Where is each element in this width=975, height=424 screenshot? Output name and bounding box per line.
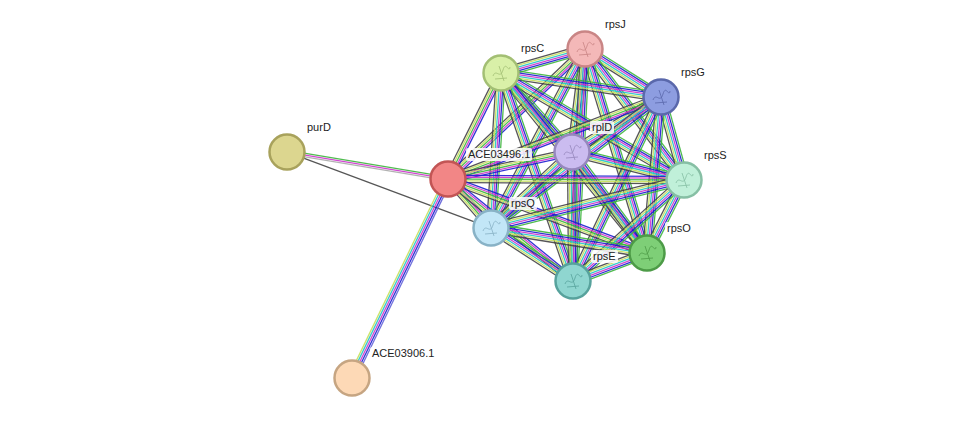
- evidence-line: [503, 241, 556, 276]
- evidence-line: [504, 164, 560, 217]
- interaction-edge: [661, 112, 684, 165]
- node-circle: [554, 262, 592, 300]
- evidence-line: [303, 157, 430, 178]
- evidence-line: [358, 194, 439, 362]
- protein-node: rpsS: [665, 161, 703, 199]
- node-label: ACE03496.1: [466, 148, 532, 161]
- evidence-line: [507, 183, 667, 223]
- node-label: rpsO: [665, 222, 693, 235]
- evidence-line: [465, 180, 667, 182]
- node-circle: [566, 30, 604, 68]
- evidence-line: [586, 192, 672, 270]
- node-label: rpsE: [591, 250, 618, 263]
- evidence-line: [502, 162, 558, 215]
- evidence-line: [587, 193, 673, 271]
- protein-node: purD: [268, 133, 306, 171]
- interaction-edge: [503, 233, 561, 275]
- evidence-line: [304, 153, 431, 174]
- interaction-edge: [465, 175, 667, 183]
- evidence-line: [465, 182, 667, 184]
- interaction-edge: [583, 188, 675, 273]
- evidence-line: [504, 239, 557, 274]
- protein-node: rpsC: [482, 54, 520, 92]
- protein-node: ACE03906.1: [333, 359, 371, 397]
- evidence-line: [666, 113, 680, 163]
- node-circle: [333, 359, 371, 397]
- evidence-line: [589, 195, 675, 273]
- evidence-line: [303, 158, 475, 222]
- node-label: purD: [305, 121, 333, 134]
- evidence-line: [507, 235, 560, 270]
- node-circle: [429, 160, 467, 198]
- evidence-line: [465, 178, 667, 180]
- interaction-edge: [500, 160, 562, 219]
- node-label: rplD: [590, 121, 614, 134]
- node-circle: [553, 133, 591, 171]
- node-circle: [665, 161, 703, 199]
- evidence-line: [506, 236, 559, 271]
- evidence-line: [508, 232, 630, 252]
- protein-node: rplD: [553, 133, 591, 171]
- evidence-line: [507, 181, 667, 221]
- node-label: rpsS: [702, 149, 729, 162]
- interaction-edge: [303, 158, 475, 222]
- protein-node: rpsO: [628, 234, 666, 272]
- evidence-line: [465, 175, 667, 177]
- evidence-line: [356, 193, 437, 361]
- evidence-line: [517, 53, 568, 68]
- interaction-edge: [506, 180, 668, 229]
- evidence-line: [505, 238, 558, 273]
- evidence-line: [589, 155, 668, 175]
- protein-node: rpsQ: [472, 209, 510, 247]
- protein-node: rpsJ: [566, 30, 604, 68]
- evidence-line: [363, 196, 444, 364]
- node-circle: [642, 78, 680, 116]
- evidence-line: [663, 114, 677, 164]
- node-circle: [628, 234, 666, 272]
- node-circle: [472, 209, 510, 247]
- interaction-edge: [356, 193, 444, 365]
- node-label: rpsG: [679, 66, 707, 79]
- evidence-line: [359, 194, 440, 362]
- node-circle: [482, 54, 520, 92]
- evidence-line: [508, 185, 668, 225]
- node-label: rpsC: [519, 42, 546, 55]
- evidence-line: [503, 163, 559, 216]
- evidence-line: [588, 157, 667, 177]
- protein-node: ACE03496.1: [429, 160, 467, 198]
- protein-node: rpsG: [642, 78, 680, 116]
- node-label: rpsQ: [509, 197, 537, 210]
- evidence-line: [665, 114, 679, 164]
- evidence-line: [508, 233, 561, 268]
- node-label: rpsJ: [603, 18, 628, 31]
- evidence-line: [465, 177, 667, 179]
- protein-node: rpsE: [554, 262, 592, 300]
- node-label: ACE03906.1: [370, 347, 436, 360]
- evidence-line: [500, 160, 556, 213]
- node-circle: [268, 133, 306, 171]
- evidence-line: [508, 230, 630, 250]
- evidence-line: [668, 113, 682, 163]
- evidence-line: [361, 195, 442, 363]
